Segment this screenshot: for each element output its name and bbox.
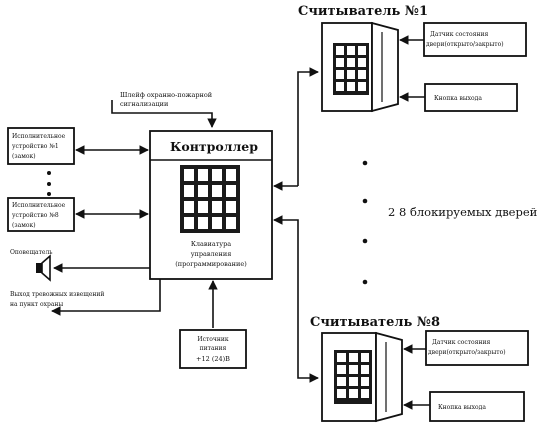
reader1-sensor-line1: Датчик состояния <box>430 31 488 38</box>
siren-label: Оповещатель <box>10 249 53 256</box>
power-line1: Источник <box>197 336 228 343</box>
power-box <box>179 329 247 369</box>
reader8-sensor-line1: Датчик состояния <box>432 339 490 346</box>
reader1-sensor-box <box>423 22 527 57</box>
controller-title: Контроллер <box>170 139 258 154</box>
keypad-caption-line1: Клавиатура <box>191 240 231 248</box>
actuator1-line1: Исполнительное <box>12 133 66 140</box>
keypad-caption-line2: управления <box>191 250 232 258</box>
power-line3: +12 (24)В <box>196 355 230 363</box>
reader8-sensor-line2: двери(открыто/закрыто) <box>428 349 506 356</box>
alarm-loop-line1: Шлейф охранно-пожарной <box>120 91 212 99</box>
reader8-panel <box>321 331 403 423</box>
reader8-exit-label: Кнопка выхода <box>438 404 486 411</box>
actuator1-line2: устройство №1 <box>12 143 59 150</box>
reader1-exit-label: Кнопка выхода <box>434 95 482 102</box>
reader1-title: Считыватель №1 <box>298 4 428 19</box>
actuator1-line3: (замок) <box>12 153 36 160</box>
reader1-door <box>371 21 399 113</box>
reader8-sensor-box <box>425 330 529 366</box>
alarm-output-line2: на пункт охраны <box>10 301 63 308</box>
reader8-door <box>375 331 403 423</box>
reader1-sensor-line2: двери(открыто/закрыто) <box>426 41 504 48</box>
actuator1-box <box>7 127 75 165</box>
doors-label: 2 8 блокируемых дверей <box>388 205 538 219</box>
actuator8-line1: Исполнительное <box>12 202 66 209</box>
keypad-caption-line3: (программирование) <box>175 260 247 268</box>
actuator8-line2: устройство №8 <box>12 212 59 219</box>
actuator8-line3: (замок) <box>12 222 36 229</box>
reader8-title: Считыватель №8 <box>310 315 440 330</box>
alarm-output-line1: Выход тревожных извещений <box>10 291 104 298</box>
reader1-panel <box>321 21 399 113</box>
power-line2: питания <box>200 345 227 352</box>
reader8-exit-box <box>429 391 525 422</box>
alarm-loop-line2: сигнализации <box>120 100 168 108</box>
actuator8-box <box>7 197 75 232</box>
speaker-icon <box>36 254 51 282</box>
